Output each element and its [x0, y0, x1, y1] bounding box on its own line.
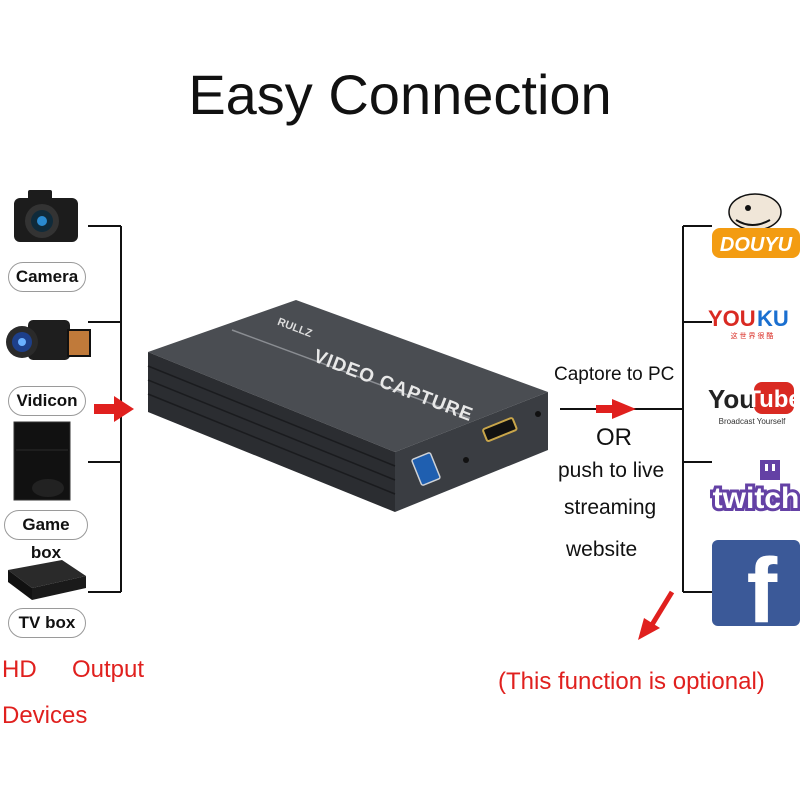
svg-text:YOU: YOU	[708, 306, 756, 331]
device-label-tv-box: TV box	[8, 608, 86, 638]
devices-label: Devices	[2, 702, 88, 729]
camera-icon	[14, 190, 78, 242]
twitch-logo: twitch twitch	[710, 460, 800, 518]
device-label-camera: Camera	[8, 262, 86, 292]
svg-text:twitch: twitch	[713, 482, 800, 515]
page-title: Easy Connection	[188, 63, 612, 126]
or-text: OR	[596, 424, 632, 451]
optional-red-arrow	[638, 590, 675, 640]
output-label: Output	[72, 656, 145, 683]
hd-label: HD	[2, 656, 37, 683]
website-text: website	[566, 538, 638, 561]
svg-text:Tube: Tube	[746, 386, 800, 413]
youku-logo: YOU KU 这 世 界 很 酷	[708, 306, 789, 340]
captore-to-pc-text: Captore to PC	[554, 364, 675, 385]
optional-note: (This function is optional)	[498, 668, 765, 695]
capture-device-image	[147, 300, 548, 512]
game-console-icon	[13, 421, 71, 501]
tv-box-icon	[8, 560, 86, 600]
camcorder-icon	[6, 320, 91, 360]
push-to-live-text: push to live	[558, 459, 665, 482]
device-label-game-box: Game box	[4, 510, 88, 562]
left-red-arrow	[94, 396, 134, 422]
facebook-logo: f	[712, 540, 800, 642]
youtube-logo: You Tube Broadcast Yourself	[708, 382, 800, 426]
streaming-text: streaming	[564, 496, 657, 519]
svg-text:DOUYU: DOUYU	[720, 234, 793, 256]
svg-text:twitch: twitch	[713, 482, 800, 515]
svg-text:这 世 界 很 酷: 这 世 界 很 酷	[731, 331, 774, 340]
svg-text:KU: KU	[757, 306, 789, 331]
svg-text:You: You	[708, 384, 755, 414]
svg-text:f: f	[747, 540, 778, 642]
douyu-logo: DOUYU	[712, 193, 800, 258]
svg-text:Broadcast Yourself: Broadcast Yourself	[719, 417, 786, 426]
device-label-vidicon: Vidicon	[8, 386, 86, 416]
middle-red-arrow	[596, 399, 636, 419]
